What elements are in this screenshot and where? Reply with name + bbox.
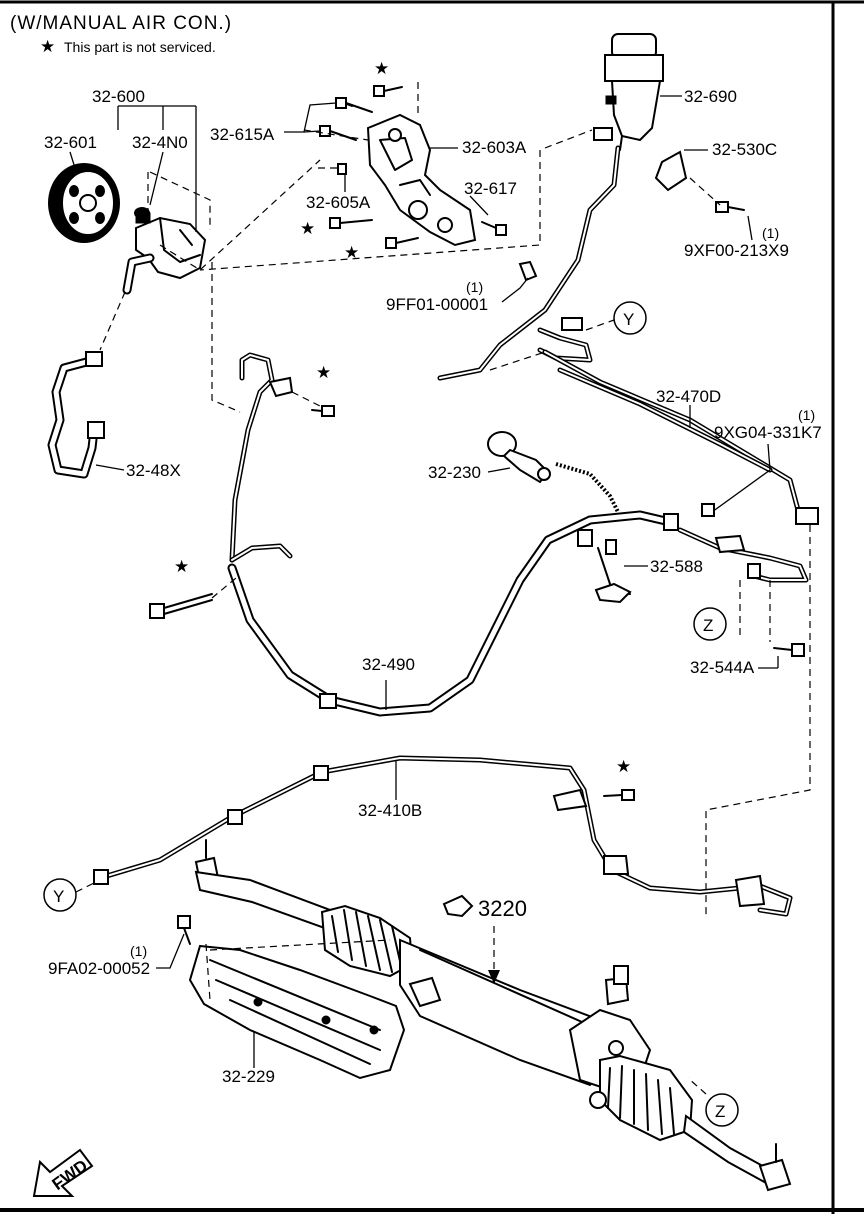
label-3220: 3220	[478, 896, 527, 921]
not-serviced-note: This part is not serviced.	[64, 39, 216, 55]
marker-Y-upper: Y	[623, 310, 634, 329]
bracket-bolt-star-icon-1: ★	[374, 59, 389, 78]
qty-9XF00-213X9: (1)	[762, 225, 779, 241]
diagram-title: (W/MANUAL AIR CON.)	[10, 13, 232, 34]
bracket-bolt-star-icon-3: ★	[344, 243, 359, 262]
label-32-605A: 32-605A	[306, 193, 371, 212]
pressure-pipe	[537, 317, 819, 525]
connector-Z-marker-lower	[705, 1093, 739, 1127]
forward-direction-arrow-icon: FWD	[32, 1148, 94, 1197]
connector-Z-marker-upper	[693, 607, 727, 641]
bracket-bolt-star-icon-2: ★	[300, 219, 315, 238]
qty-9FA02-00052: (1)	[130, 943, 147, 959]
bracket-bolts	[319, 85, 507, 249]
not-serviced-star-icon: ★	[40, 37, 55, 56]
pump-o-ring	[134, 207, 150, 219]
hose-clip-9FF01	[518, 260, 538, 282]
qty-9XG04-331K7: (1)	[798, 407, 815, 423]
label-32-470D: 32-470D	[656, 387, 721, 406]
marker-Z-lower: Z	[715, 1102, 725, 1121]
long-bolt-star-icon: ★	[174, 557, 189, 576]
label-9FA02-00052: 9FA02-00052	[48, 959, 150, 978]
label-32-617: 32-617	[464, 179, 517, 198]
label-9XG04-331K7: 9XG04-331K7	[714, 423, 822, 442]
hose-bracket-bolt	[268, 376, 335, 417]
label-32-230: 32-230	[428, 463, 481, 482]
suction-hose	[47, 351, 105, 479]
label-32-229: 32-229	[222, 1067, 275, 1086]
hose-clamp-32-588	[594, 539, 632, 604]
label-32-410B: 32-410B	[358, 801, 422, 820]
heat-shield	[188, 944, 406, 1080]
label-32-490: 32-490	[362, 655, 415, 674]
line-bolt	[603, 789, 635, 801]
bolt-9FA02	[177, 915, 191, 945]
connector-Y-marker-upper	[613, 301, 647, 335]
label-32-544A: 32-544A	[690, 658, 755, 677]
label-32-603A: 32-603A	[462, 138, 527, 157]
label-32-530C: 32-530C	[712, 140, 777, 159]
pump-body	[122, 212, 207, 295]
label-32-615A: 32-615A	[210, 125, 275, 144]
label-32-690: 32-690	[684, 87, 737, 106]
return-hose	[227, 352, 679, 717]
label-9FF01-00001: 9FF01-00001	[386, 295, 488, 314]
pressure-line-32-410B	[93, 755, 793, 917]
bolt-32-544A	[773, 643, 805, 657]
label-32-4N0: 32-4N0	[132, 133, 188, 152]
label-32-600: 32-600	[92, 87, 145, 106]
marker-Z-upper: Z	[703, 616, 713, 635]
hose-fitting-32-230	[487, 431, 551, 484]
label-32-601: 32-601	[44, 133, 97, 152]
marker-Y-lower: Y	[53, 887, 64, 906]
connector-Y-marker-lower	[43, 878, 77, 912]
reservoir-tank	[593, 33, 664, 151]
qty-9FF01-00001: (1)	[466, 279, 483, 295]
pump-pulley	[48, 163, 120, 243]
label-32-588: 32-588	[650, 557, 703, 576]
pump-bracket	[366, 113, 477, 247]
long-bolt	[149, 593, 213, 619]
hose-bolt-star-icon: ★	[316, 363, 331, 382]
line-bolt-star-icon: ★	[616, 757, 631, 776]
label-32-48X: 32-48X	[126, 461, 181, 480]
label-9XF00-213X9: 9XF00-213X9	[684, 241, 789, 260]
reservoir-clamp	[654, 150, 745, 213]
steering-gear-rack	[194, 839, 792, 1192]
bolt-9XG04	[701, 503, 715, 517]
service-manual-3220-icon	[442, 894, 474, 918]
